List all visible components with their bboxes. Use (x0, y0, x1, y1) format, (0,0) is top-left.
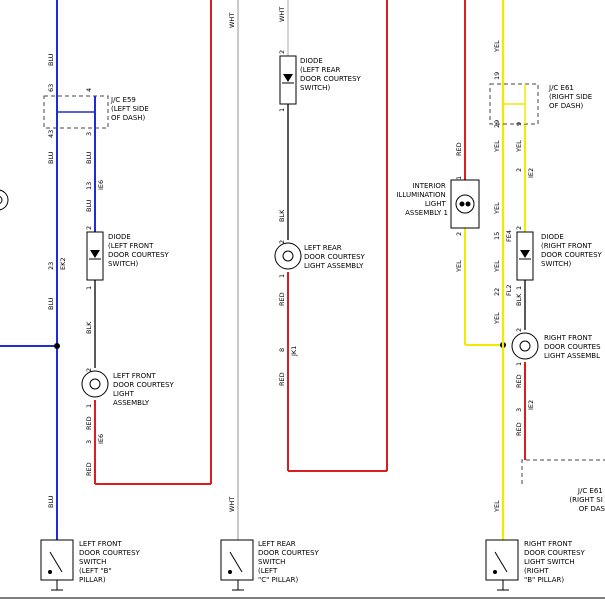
lbl-red-lr-2: RED (278, 372, 286, 386)
lbl-yel-4: YEL (493, 260, 501, 273)
pin-1-drf: 1 (515, 286, 523, 290)
lbl-blk-lf: BLK (85, 321, 93, 334)
lamp-lr-symbol (274, 242, 302, 270)
lbl-blu-4: BLU (47, 495, 55, 508)
pin-2-lrf: 2 (515, 328, 523, 332)
lbl-red-rf-1: RED (515, 374, 523, 388)
lbl-yel-int: YEL (455, 260, 463, 273)
lbl-blu-3: BLU (47, 297, 55, 310)
lbl-blk-lr: BLK (278, 209, 286, 222)
lbl-red-lr-1: RED (278, 292, 286, 306)
pin-3-lf: 3 (85, 440, 93, 444)
label-jc-e61: J/C E61 (RIGHT SIDE OF DASH) (548, 84, 594, 110)
lbl-blk-rf: BLK (515, 293, 523, 306)
jc-e61-box (489, 83, 539, 125)
conn-ie6-1: IE6 (97, 180, 105, 190)
lbl-blu-1: BLU (47, 53, 55, 66)
partial-lamp-left-edge (0, 189, 9, 211)
pin-15: 15 (493, 232, 501, 240)
pin-19: 19 (493, 72, 501, 80)
lbl-red-lf-1: RED (85, 416, 93, 430)
pin-8: 8 (278, 348, 286, 352)
lbl-yel-1: YEL (493, 40, 501, 53)
lbl-yel-5: YEL (493, 312, 501, 325)
lbl-yel-6: YEL (493, 500, 501, 513)
jc-e61-bottom-box (521, 459, 605, 484)
label-diode-lf: DIODE (LEFT FRONT DOOR COURTESY SWITCH) (108, 233, 171, 268)
pin-1-lrf: 1 (515, 362, 523, 366)
conn-fe4: FE4 (505, 230, 513, 242)
pin-2-llf: 2 (85, 368, 93, 372)
switch-rf-symbol (485, 539, 519, 591)
conn-jk1: JK1 (290, 346, 298, 357)
interior-light-symbol (450, 179, 480, 229)
lbl-blu-6: BLU (85, 199, 93, 212)
lbl-blu-5: BLU (85, 151, 93, 164)
lbl-yel-7: YEL (515, 140, 523, 153)
pin-3-rf: 3 (515, 408, 523, 412)
pin-3: 3 (85, 132, 93, 136)
label-lamp-lr: LEFT REAR DOOR COURTESY LIGHT ASSEMBLY (304, 244, 367, 270)
conn-ie2-1: IE2 (527, 168, 535, 178)
label-switch-lf: LEFT FRONT DOOR COURTESY SWITCH (LEFT "B… (79, 540, 142, 584)
label-diode-rf: DIODE (RIGHT FRONT DOOR COURTESY SWITCH) (541, 233, 604, 268)
lamp-lf-symbol (81, 370, 109, 398)
conn-ie6-2: IE6 (97, 434, 105, 444)
label-lamp-rf: RIGHT FRONT DOOR COURTES LIGHT ASSEMBL (544, 334, 603, 360)
label-diode-lr: DIODE (LEFT REAR DOOR COURTESY SWITCH) (300, 57, 363, 92)
lbl-yel-2: YEL (493, 140, 501, 153)
lbl-red-int: RED (455, 142, 463, 156)
diode-lf-symbol (86, 231, 104, 281)
pin-63: 63 (47, 84, 55, 92)
diode-rf-symbol (516, 231, 534, 281)
pin-2-drf: 2 (515, 226, 523, 230)
conn-ek2: EK2 (59, 257, 67, 270)
lamp-rf-symbol (511, 332, 539, 360)
pin-9: 9 (515, 122, 523, 126)
pin-1-dlr: 1 (278, 108, 286, 112)
pin-13: 13 (85, 182, 93, 190)
lbl-red-lf-2: RED (85, 462, 93, 476)
pin-2-dlf: 2 (85, 226, 93, 230)
pin-29: 29 (493, 120, 501, 128)
diode-lr-symbol (279, 55, 297, 105)
pin-1-llr: 1 (278, 274, 286, 278)
lbl-red-rf-2: RED (515, 422, 523, 436)
pin-2-int: 2 (455, 232, 463, 236)
conn-fl2: FL2 (505, 285, 513, 297)
pin-2-llr: 2 (278, 240, 286, 244)
switch-lf-symbol (40, 539, 74, 591)
jc-e59-box (43, 95, 109, 129)
lbl-yel-3: YEL (493, 202, 501, 215)
pin-22: 22 (493, 288, 501, 296)
switch-lr-symbol (220, 539, 254, 591)
pin-4: 4 (85, 88, 93, 92)
pin-2-dlr: 2 (278, 50, 286, 54)
lbl-wht-2: WHT (228, 497, 236, 512)
label-lamp-lf: LEFT FRONT DOOR COURTESY LIGHT ASSEMBLY (113, 372, 176, 407)
pin-43: 43 (47, 130, 55, 138)
lbl-blu-2: BLU (47, 151, 55, 164)
pin-23: 23 (47, 262, 55, 270)
pin-2-ie2: 2 (515, 168, 523, 172)
label-jc-e61-bottom: J/C E61 (RIGHT SI OF DAS (569, 487, 605, 513)
label-switch-rf: RIGHT FRONT DOOR COURTESY LIGHT SWITCH (… (524, 540, 587, 584)
label-jc-e59: J/C E59 (LEFT SIDE OF DASH) (110, 96, 151, 122)
junction-dot (54, 343, 60, 349)
pin-1-dlf: 1 (85, 286, 93, 290)
lbl-wht-3: WHT (278, 7, 286, 22)
pin-1-int: 1 (455, 176, 463, 180)
label-interior: INTERIOR ILLUMINATION LIGHT ASSEMBLY 1 (396, 182, 448, 217)
label-switch-lr: LEFT REAR DOOR COURTESY SWITCH (LEFT "C"… (258, 540, 321, 584)
pin-1-llf: 1 (85, 404, 93, 408)
conn-ie2-2: IE2 (527, 400, 535, 410)
lbl-wht-1: WHT (228, 13, 236, 28)
